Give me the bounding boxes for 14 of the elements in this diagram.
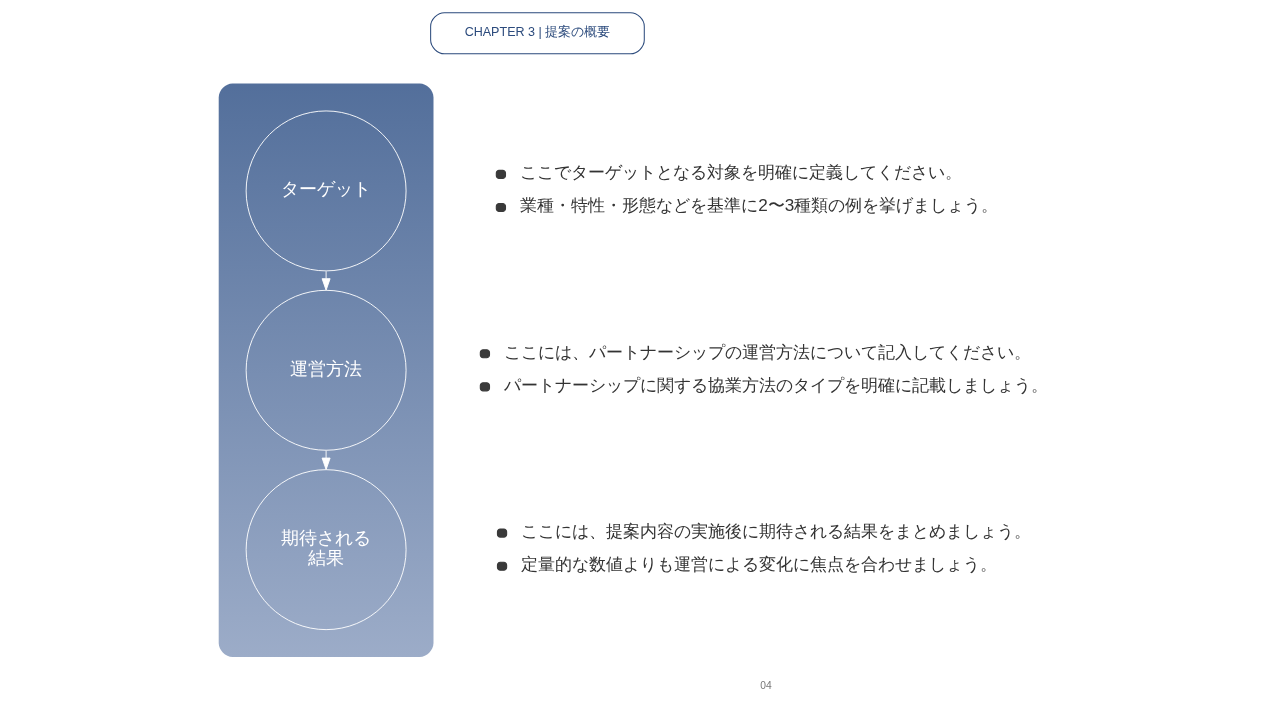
node-label: ここでターゲットとなる対象を明確に定義してください。 xyxy=(520,162,963,183)
node-circle: 期待される結果 xyxy=(245,469,407,631)
node-circle: ターゲット xyxy=(245,110,407,272)
node-label: ここには、提案内容の実施後に期待される結果をまとめましょう。 xyxy=(521,521,1032,542)
arrow xyxy=(321,450,331,470)
node-label: 定量的な数値よりも運営による変化に焦点を合わせましょう。 xyxy=(521,554,998,575)
node-box: CHAPTER 3 | 提案の概要 xyxy=(430,12,645,55)
arrow xyxy=(321,270,331,291)
node-label: 業種・特性・形態などを基準に2〜3種類の例を挙げましょう。 xyxy=(520,195,999,216)
cluster xyxy=(218,83,434,658)
node-circle: 運営方法 xyxy=(245,289,407,451)
node-label: パートナーシップに関する協業方法のタイプを明確に記載しましょう。 xyxy=(504,374,1049,395)
node-label: ここには、パートナーシップの運営方法について記入してください。 xyxy=(504,341,1032,362)
label: 04 xyxy=(760,680,772,692)
